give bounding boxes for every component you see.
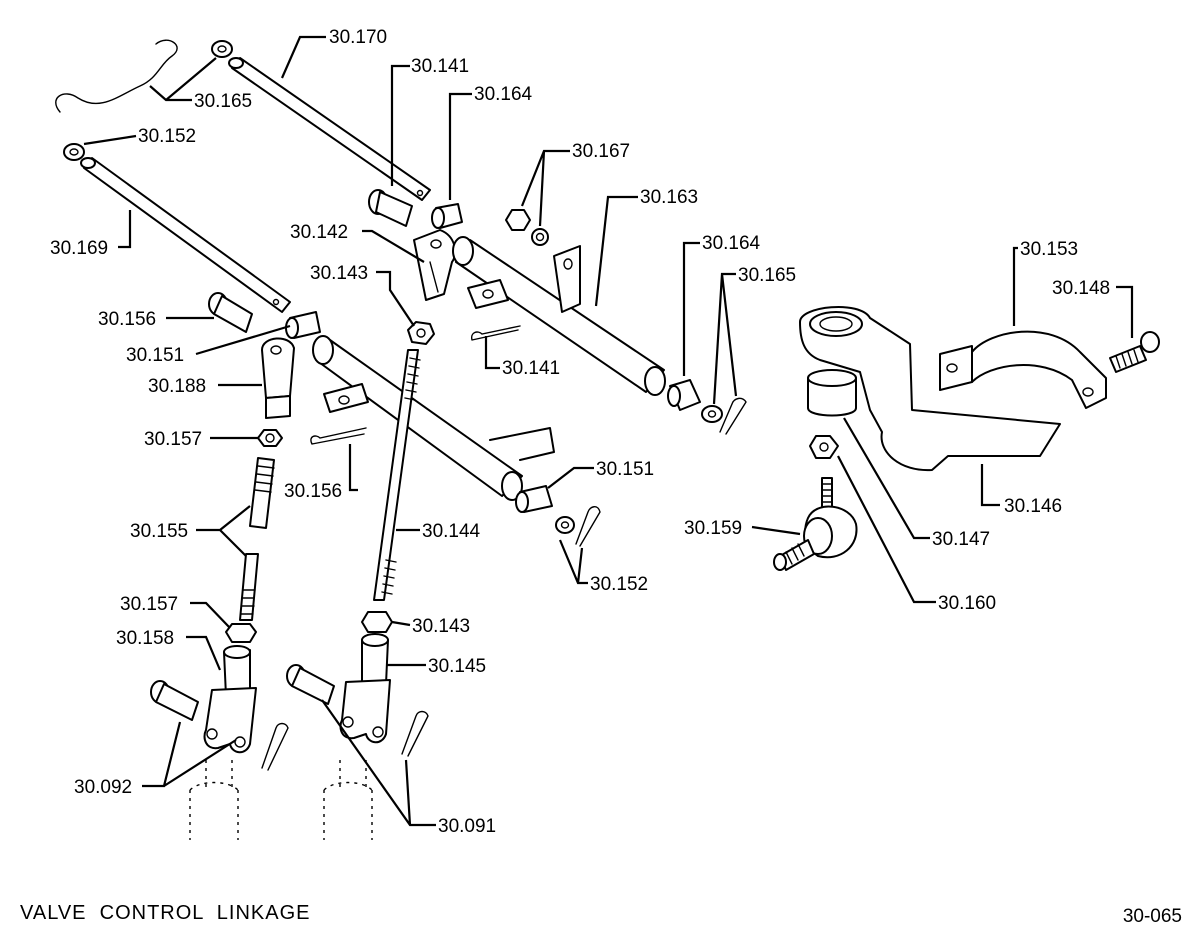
bushing-right-illustration: [667, 379, 701, 411]
valve-stem-right-illustration: [323, 760, 373, 840]
callout-label-c141b: 30.141: [502, 358, 560, 379]
nut-30-157-bottom-illustration: [225, 623, 257, 643]
cotter-pin-30-156-illustration: [310, 427, 367, 445]
cotter-pin-30-152-illustration: [575, 506, 601, 547]
nut-30-157-top-illustration: [257, 429, 283, 447]
cotter-pin-middle-illustration: [470, 325, 521, 341]
nut-30-160-illustration: [809, 435, 839, 459]
callout-label-c091: 30.091: [438, 816, 496, 837]
washer-illustration-top: [211, 40, 233, 58]
clevis-30-145-illustration: [339, 633, 391, 744]
valve-stem-left-illustration: [189, 760, 239, 840]
callout-label-c151b: 30.151: [596, 459, 654, 480]
callout-label-c147: 30.147: [932, 529, 990, 550]
spring-clip-illustration: [55, 39, 178, 113]
leader-lines: [83, 35, 1134, 827]
bushing-30-147-illustration: [807, 369, 857, 417]
callout-label-c144: 30.144: [422, 521, 481, 542]
lower-shaft-illustration: [312, 335, 555, 501]
callout-label-c141a: 30.141: [411, 56, 469, 77]
clevis-30-158-illustration: [203, 645, 257, 754]
washer-30-152-illustration: [63, 143, 85, 161]
bushing-30-151-right-illustration: [515, 485, 553, 513]
ball-joint-30-159-illustration: [773, 477, 858, 571]
cap-screw-30-148-illustration: [1109, 331, 1160, 373]
washer-right-illustration: [701, 405, 723, 423]
callout-label-c163: 30.163: [640, 187, 698, 208]
diagram-title: VALVE CONTROL LINKAGE: [20, 902, 311, 924]
clevis-pin-30-156-illustration: [208, 292, 253, 333]
clevis-30-188-illustration: [261, 337, 295, 419]
callout-label-c143b: 30.143: [412, 616, 470, 637]
callout-labels: 30.17030.14130.16430.16530.15230.16730.1…: [50, 27, 1110, 837]
callout-label-c165b: 30.165: [738, 265, 796, 286]
callout-label-c164b: 30.164: [702, 233, 761, 254]
callout-label-c148: 30.148: [1052, 278, 1110, 299]
callout-label-c170: 30.170: [329, 27, 387, 48]
shaft-30-163-illustration: [452, 236, 666, 396]
callout-label-c158: 30.158: [116, 628, 174, 649]
washer-30-152-right-illustration: [555, 516, 575, 534]
cotter-pin-right-illustration: [719, 397, 747, 435]
pin-30-092-illustration: [150, 680, 199, 721]
threaded-rod-30-144-illustration: [373, 349, 421, 601]
nut-top-illustration: [407, 321, 435, 345]
bracket-30-146-illustration: [799, 306, 1061, 472]
clevis-30-142-illustration: [413, 229, 457, 301]
rod-30-170-illustration: [228, 57, 431, 201]
turnbuckle-rod-30-155-illustration: [239, 457, 275, 621]
callout-label-c153: 30.153: [1020, 239, 1078, 260]
callout-label-c169: 30.169: [50, 238, 108, 259]
callout-label-c188: 30.188: [148, 376, 206, 397]
callout-label-c165a: 30.165: [194, 91, 252, 112]
pin-30-091-illustration: [286, 664, 335, 705]
callout-label-c142: 30.142: [290, 222, 348, 243]
lock-washer-illustration: [531, 228, 549, 246]
clamp-30-153-illustration: [939, 330, 1107, 409]
callout-label-c155: 30.155: [130, 521, 188, 542]
callout-label-c152b: 30.152: [590, 574, 648, 595]
callout-label-c146: 30.146: [1004, 496, 1062, 517]
callout-label-c157a: 30.157: [144, 429, 202, 450]
cotter-pin-lower-left-illustration: [261, 722, 289, 771]
callout-label-c157b: 30.157: [120, 594, 178, 615]
callout-label-c164a: 30.164: [474, 84, 533, 105]
cotter-pin-lower-right-illustration: [401, 710, 429, 757]
callout-label-c151a: 30.151: [126, 345, 184, 366]
bushing-top-illustration: [431, 203, 463, 229]
callout-label-c156b: 30.156: [284, 481, 342, 502]
rod-30-169-illustration: [80, 157, 291, 313]
bushing-left-illustration: [285, 311, 321, 339]
callout-label-c145: 30.145: [428, 656, 486, 677]
callout-label-c167: 30.167: [572, 141, 630, 162]
callout-label-c092: 30.092: [74, 777, 132, 798]
callout-label-c156a: 30.156: [98, 309, 156, 330]
page-number: 30-065: [1122, 906, 1182, 927]
nut-30-143-bottom-illustration: [361, 611, 393, 633]
nut-30-167-illustration: [505, 209, 531, 231]
callout-label-c160: 30.160: [938, 593, 996, 614]
callout-label-c152a: 30.152: [138, 126, 196, 147]
callout-label-c159: 30.159: [684, 518, 742, 539]
clevis-pin-top-illustration: [368, 189, 413, 227]
callout-label-c143a: 30.143: [310, 263, 368, 284]
